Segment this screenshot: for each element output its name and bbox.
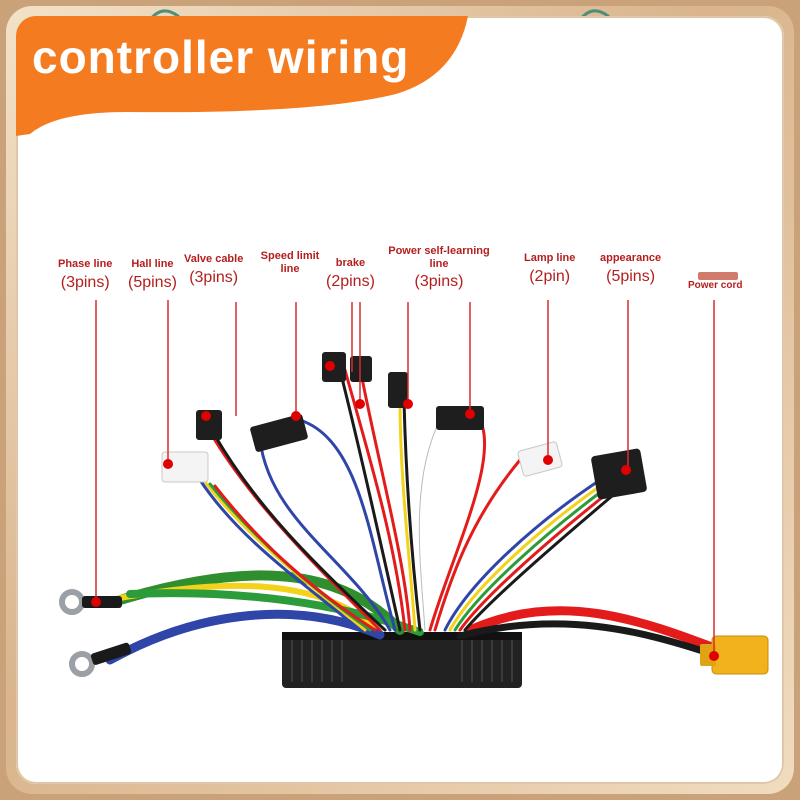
label-lamp-line: Lamp line(2pin) [524, 252, 576, 285]
page-title: controller wiring [32, 31, 410, 83]
leader-lines [95, 300, 715, 656]
controller-box [282, 632, 522, 688]
signal-wires [198, 368, 614, 632]
label-power-self-learning-line: Power self-learning line(3pins) [388, 245, 490, 291]
title-banner [16, 16, 468, 136]
marker-dots [91, 361, 719, 661]
label-phase-line: Phase line(3pins) [58, 258, 113, 291]
label-appearance: appearance(5pins) [600, 252, 662, 285]
label-brake: brake(2pins) [326, 257, 375, 290]
molex-connector-icon [161, 272, 738, 500]
label-hall-line: Hall line(5pins) [128, 258, 177, 291]
label-valve-cable: Valve cable(3pins) [184, 253, 244, 286]
thick-wires [105, 570, 725, 665]
banner-shape [16, 16, 468, 136]
label-speed-limit-line: Speed limit line [260, 250, 320, 275]
label-power-cord: Power cord [688, 280, 743, 291]
